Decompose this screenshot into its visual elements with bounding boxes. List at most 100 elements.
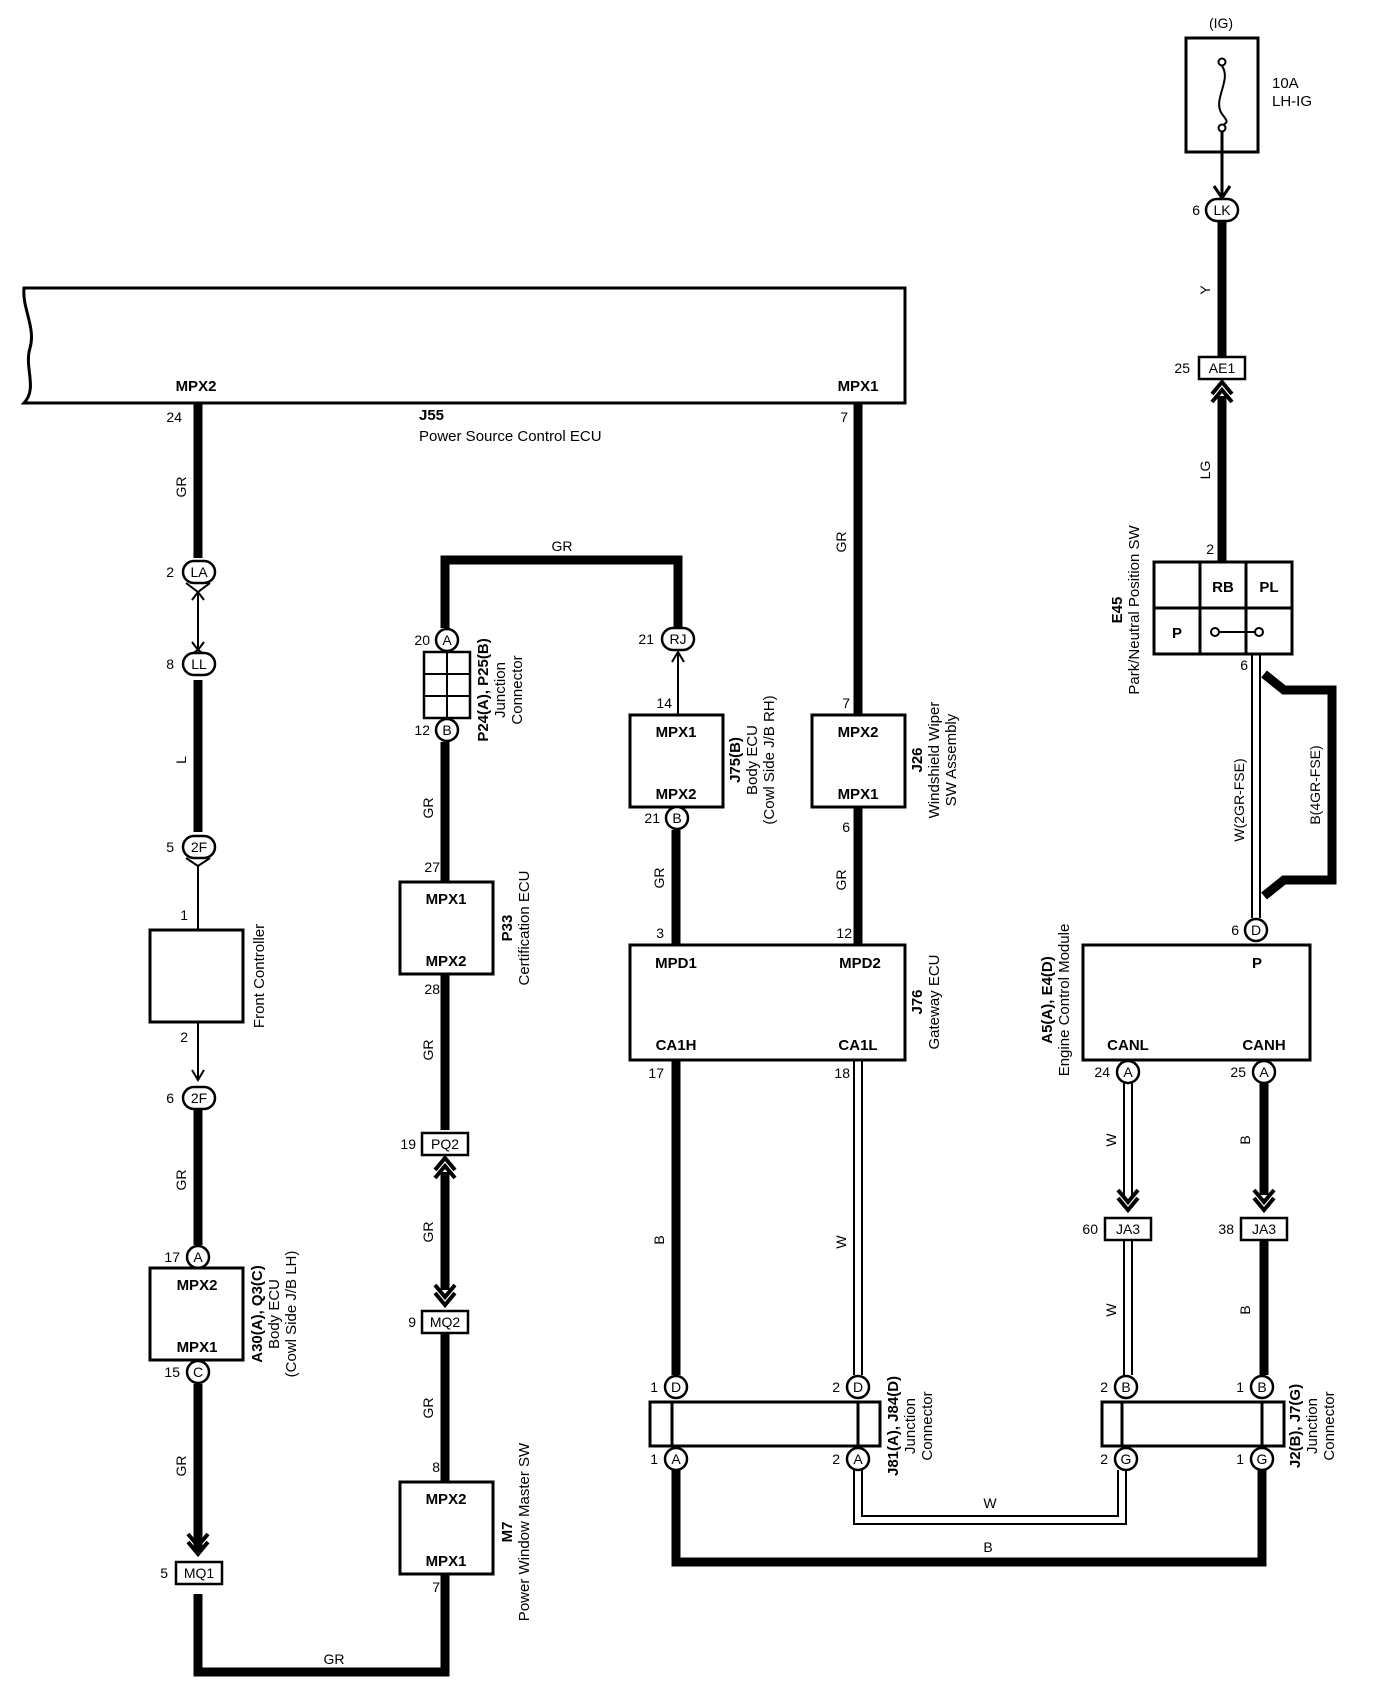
svg-text:MPX2: MPX2 bbox=[426, 953, 467, 970]
wire-color-label: W bbox=[833, 1235, 849, 1249]
front-controller-name: Front Controller bbox=[251, 924, 268, 1028]
connector-rj: RJ 21 bbox=[638, 626, 696, 652]
wire-color-label: GR bbox=[420, 798, 436, 819]
arrow-down-icon bbox=[1252, 1188, 1276, 1214]
park-neutral-position-sw: 2 RB PL P 6 E45 Park/Neutral Position SW bbox=[1109, 525, 1294, 695]
svg-text:Junction: Junction bbox=[492, 662, 509, 718]
wire-color-label: GR bbox=[420, 1398, 436, 1419]
svg-text:M7: M7 bbox=[499, 1522, 516, 1543]
svg-text:(IG): (IG) bbox=[1209, 15, 1233, 31]
svg-text:SW Assembly: SW Assembly bbox=[943, 713, 960, 806]
svg-text:Gateway ECU: Gateway ECU bbox=[926, 954, 943, 1049]
svg-text:MPX2: MPX2 bbox=[177, 1277, 218, 1294]
svg-text:6: 6 bbox=[1231, 922, 1239, 938]
connector-pq2: PQ2 19 bbox=[400, 1131, 470, 1180]
svg-text:J75(B): J75(B) bbox=[727, 737, 744, 783]
svg-text:(Cowl Side J/B LH): (Cowl Side J/B LH) bbox=[283, 1251, 300, 1378]
svg-text:MPD1: MPD1 bbox=[655, 955, 697, 972]
svg-text:J76: J76 bbox=[909, 989, 926, 1014]
svg-text:38: 38 bbox=[1218, 1221, 1234, 1237]
svg-text:27: 27 bbox=[424, 859, 440, 875]
certification-ecu: 27 MPX1 MPX2 28 P33 Certification ECU bbox=[398, 859, 533, 997]
svg-text:LL: LL bbox=[191, 656, 207, 672]
wire-color-label: GR bbox=[420, 1222, 436, 1243]
wire-color-label: B bbox=[1237, 1305, 1253, 1314]
svg-text:A: A bbox=[671, 1451, 681, 1467]
svg-text:2: 2 bbox=[1100, 1451, 1108, 1467]
wire-b-loop bbox=[671, 1470, 1267, 1567]
wire-color-label: GR bbox=[833, 532, 849, 553]
arrow-up-icon bbox=[671, 650, 685, 663]
arrow-down-icon bbox=[191, 1069, 205, 1082]
junction-loops: B W bbox=[671, 1470, 1267, 1567]
svg-text:Junction: Junction bbox=[902, 1398, 919, 1454]
can-bus-gateway: B W bbox=[651, 1060, 863, 1375]
svg-text:LH-IG: LH-IG bbox=[1272, 93, 1312, 110]
ecu-name: Power Source Control ECU bbox=[419, 428, 602, 445]
svg-text:17: 17 bbox=[648, 1065, 664, 1081]
svg-text:P33: P33 bbox=[499, 915, 516, 942]
svg-text:60: 60 bbox=[1082, 1221, 1098, 1237]
svg-text:J2(B), J7(G): J2(B), J7(G) bbox=[1287, 1384, 1304, 1468]
ecu-code: J55 bbox=[419, 407, 444, 424]
svg-text:2: 2 bbox=[166, 564, 174, 580]
connector-ja3-right: JA3 38 bbox=[1218, 1216, 1289, 1242]
svg-text:CA1L: CA1L bbox=[838, 1037, 877, 1054]
wire-color-label: GR bbox=[651, 868, 667, 889]
svg-text:25: 25 bbox=[1174, 360, 1190, 376]
svg-text:E45: E45 bbox=[1109, 597, 1126, 624]
svg-text:Junction: Junction bbox=[1304, 1398, 1321, 1454]
wire-color-label: GR bbox=[420, 1040, 436, 1061]
ecu-mpx1-label: MPX1 bbox=[838, 378, 879, 395]
connector-ll: LL 8 bbox=[166, 648, 217, 677]
svg-text:2: 2 bbox=[832, 1451, 840, 1467]
svg-text:B: B bbox=[672, 810, 681, 826]
svg-text:15: 15 bbox=[164, 1364, 180, 1380]
power-window-master-sw: 8 MPX2 MPX1 7 M7 Power Window Master SW bbox=[398, 1442, 533, 1621]
wire-color-label: B bbox=[651, 1235, 667, 1244]
wire-color-label: W bbox=[983, 1495, 997, 1511]
svg-text:D: D bbox=[671, 1379, 681, 1395]
svg-text:B: B bbox=[442, 722, 451, 738]
svg-text:17: 17 bbox=[164, 1249, 180, 1265]
svg-text:20: 20 bbox=[414, 632, 430, 648]
svg-text:PQ2: PQ2 bbox=[431, 1136, 459, 1152]
svg-text:G: G bbox=[1121, 1451, 1132, 1467]
gateway-pin-12: 12 bbox=[836, 925, 852, 941]
switch-contact-icon bbox=[1210, 627, 1220, 637]
ecu-pin-24: 24 bbox=[166, 409, 182, 425]
svg-text:28: 28 bbox=[424, 981, 440, 997]
svg-text:25: 25 bbox=[1230, 1064, 1246, 1080]
svg-text:B: B bbox=[1257, 1379, 1266, 1395]
gateway-ecu: MPD1 MPD2 CA1H CA1L 17 18 J76 Gateway EC… bbox=[628, 943, 943, 1081]
windshield-wiper-sw: 7 MPX2 MPX1 6 J26 Windshield Wiper SW As… bbox=[810, 695, 960, 835]
svg-text:MQ2: MQ2 bbox=[430, 1314, 461, 1330]
svg-text:CANH: CANH bbox=[1242, 1037, 1285, 1054]
svg-text:J26: J26 bbox=[909, 747, 926, 772]
wire-color-label: B bbox=[1237, 1135, 1253, 1144]
svg-text:Connector: Connector bbox=[509, 655, 526, 724]
svg-text:A: A bbox=[193, 1249, 203, 1265]
svg-text:Certification ECU: Certification ECU bbox=[516, 870, 533, 985]
svg-text:6: 6 bbox=[1192, 202, 1200, 218]
wire-w-loop bbox=[861, 1470, 1119, 1517]
svg-text:10A: 10A bbox=[1272, 75, 1299, 92]
second-branch: GR A 20 B 12 P24(A), P25(B) Junction Con… bbox=[398, 538, 683, 1621]
svg-text:21: 21 bbox=[638, 631, 654, 647]
fourth-branch: GR 7 MPX2 MPX1 6 J26 Windshield Wiper SW… bbox=[810, 403, 960, 945]
svg-text:Park/Neutral Position SW: Park/Neutral Position SW bbox=[1126, 525, 1143, 695]
wire-color-label: GR bbox=[173, 1170, 189, 1191]
wire-color-label: W bbox=[1103, 1133, 1119, 1147]
svg-text:JA3: JA3 bbox=[1116, 1221, 1140, 1237]
svg-text:D: D bbox=[853, 1379, 863, 1395]
svg-text:RB: RB bbox=[1212, 579, 1234, 596]
svg-text:P: P bbox=[1252, 955, 1262, 972]
connector-2f-bottom: 2F 6 bbox=[166, 1085, 217, 1111]
svg-text:21: 21 bbox=[644, 810, 660, 826]
switch-contact-icon bbox=[1254, 627, 1264, 637]
svg-text:A: A bbox=[442, 632, 452, 648]
svg-text:MPX1: MPX1 bbox=[656, 724, 697, 741]
connector-mq1: MQ1 5 bbox=[160, 1532, 224, 1586]
svg-text:1: 1 bbox=[650, 1379, 658, 1395]
